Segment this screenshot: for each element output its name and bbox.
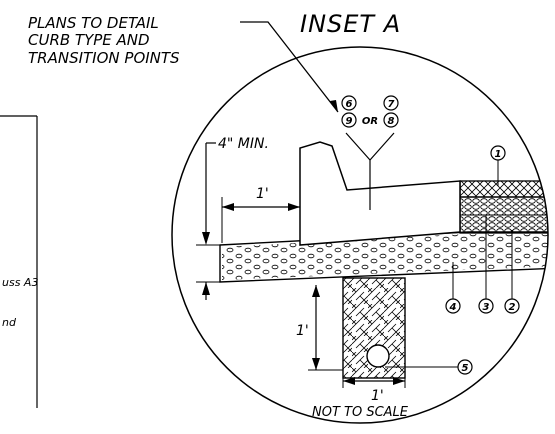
width-arrow-left bbox=[343, 377, 355, 385]
note-line-1: PLANS TO DETAIL bbox=[28, 14, 159, 32]
curb-and-gutter bbox=[299, 141, 461, 246]
callout-5-label: 5 bbox=[462, 363, 469, 374]
callout-9-circle bbox=[341, 112, 357, 128]
underdrain-pipe bbox=[366, 344, 390, 368]
callout-6-circle bbox=[341, 95, 357, 111]
inset-title: INSET A bbox=[300, 10, 401, 38]
layer-callouts: 1 2 3 4 5 bbox=[385, 145, 520, 375]
callout-4-label: 4 bbox=[449, 302, 457, 313]
callout-2-label: 2 bbox=[509, 302, 516, 313]
width-label: 1' bbox=[371, 388, 384, 404]
callout-7-circle bbox=[383, 95, 399, 111]
inset-content bbox=[219, 141, 548, 379]
callout-3-label: 3 bbox=[483, 302, 490, 313]
callout-7-label: 7 bbox=[388, 99, 395, 110]
note-leader-line bbox=[240, 21, 339, 113]
depth-label: 1' bbox=[296, 323, 309, 339]
left-panel-text-nd: nd bbox=[2, 316, 17, 329]
note-line-2: CURB TYPE AND bbox=[28, 31, 150, 49]
callout-y-leader bbox=[345, 132, 395, 161]
callout-8-label: 8 bbox=[388, 116, 395, 127]
callout-1-label: 1 bbox=[495, 149, 502, 160]
general-note: PLANS TO DETAIL CURB TYPE AND TRANSITION… bbox=[28, 14, 339, 113]
callout-or-text: OR bbox=[362, 116, 378, 127]
callout-9-label: 9 bbox=[346, 116, 353, 127]
offset-arrow-right bbox=[288, 203, 300, 211]
left-panel-text-a3: uss A3 bbox=[2, 276, 38, 289]
inset-circle bbox=[171, 46, 549, 424]
left-panel: uss A3 nd bbox=[0, 115, 38, 408]
callout-8-circle bbox=[383, 112, 399, 128]
depth-arrow-down bbox=[312, 358, 320, 370]
aggregate-fill bbox=[222, 234, 548, 280]
slab-thickness-arrow-up bbox=[202, 282, 210, 295]
note-line-3: TRANSITION POINTS bbox=[28, 49, 180, 67]
note-leader-arrowhead bbox=[330, 100, 338, 112]
depth-arrow-up bbox=[312, 285, 320, 297]
min-height-label: 4" MIN. bbox=[218, 136, 269, 152]
width-arrow-right bbox=[393, 377, 405, 385]
min-height-arrow-down bbox=[202, 232, 210, 245]
dimensions: 4" MIN. 1' 1' 1' bbox=[196, 136, 406, 404]
scale-note: NOT TO SCALE bbox=[312, 405, 409, 420]
offset-label: 1' bbox=[256, 186, 269, 202]
callout-6-label: 6 bbox=[346, 99, 353, 110]
offset-arrow-left bbox=[222, 203, 234, 211]
curb-type-callouts: 6 7 9 OR 8 bbox=[341, 95, 399, 210]
